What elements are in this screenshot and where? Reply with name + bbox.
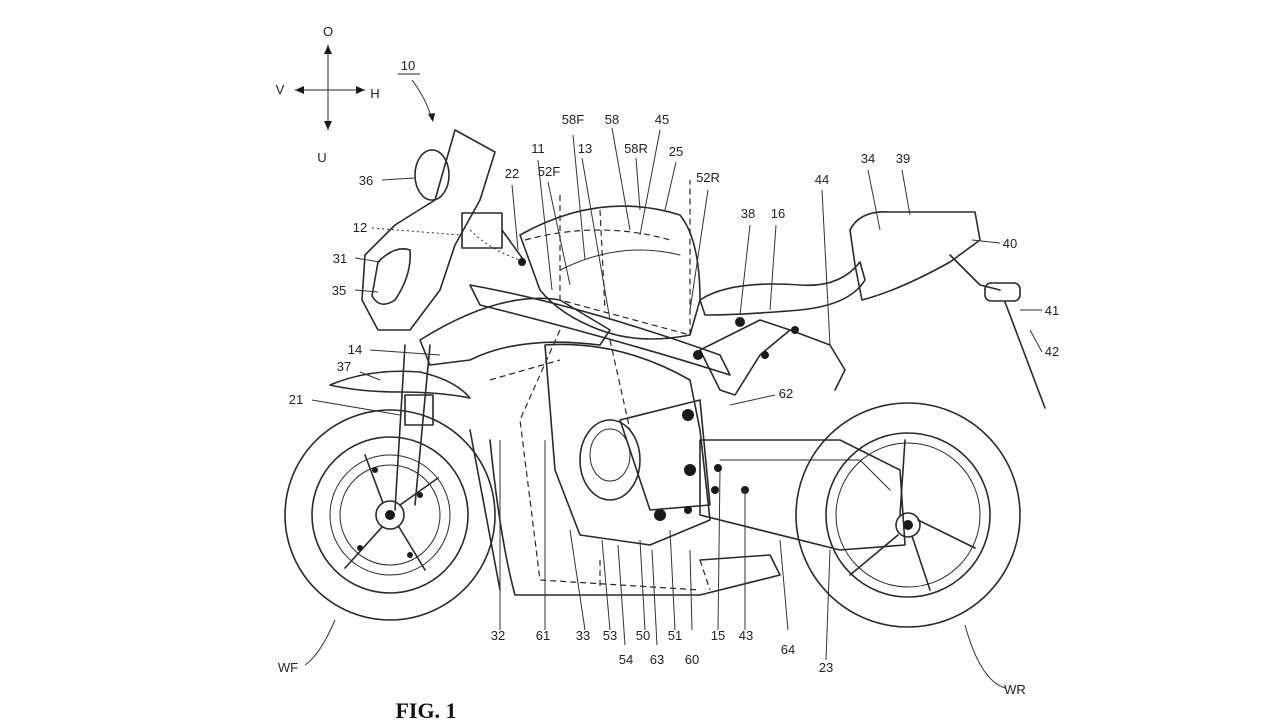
label-31: 31 [333,251,347,266]
seat [699,261,866,316]
label-16: 16 [771,206,785,221]
tail-bracket [949,254,1001,291]
label-61: 61 [536,628,550,643]
seat-tail [699,211,1046,409]
label-15: 15 [711,628,725,643]
label-52R: 52R [696,170,720,185]
reference-number: 10 [397,58,435,122]
orientation-compass: O U V H [276,24,380,165]
tail-light [984,282,1021,302]
label-50: 50 [636,628,650,643]
label-53: 53 [603,628,617,643]
label-40: 40 [1003,236,1017,251]
rear-wheel [795,402,1021,628]
label-44: 44 [815,172,829,187]
label-35: 35 [332,283,346,298]
steering-head [461,212,526,266]
reference-number-label: 10 [401,58,415,73]
label-11: 11 [531,141,545,156]
label-45: 45 [655,112,669,127]
label-63: 63 [650,652,664,667]
label-32: 32 [491,628,505,643]
label-36: 36 [359,173,373,188]
label-43: 43 [739,628,753,643]
label-62: 62 [779,386,793,401]
hidden-lines [469,180,711,591]
main-frame [469,284,731,376]
license-stay [1004,301,1046,409]
lower-cowl [469,429,781,596]
leader-lines [304,127,1043,689]
label-23: 23 [819,660,833,675]
part-labels: 36 12 31 35 14 37 21 22 11 52F 13 58F 58… [278,112,1059,697]
label-WF: WF [278,660,298,675]
mirror [414,149,450,201]
label-22: 22 [505,166,519,181]
figure-caption: FIG. 1 [395,698,456,720]
label-52F: 52F [538,164,560,179]
label-42: 42 [1045,344,1059,359]
label-60: 60 [685,652,699,667]
label-33: 33 [576,628,590,643]
label-37: 37 [337,359,351,374]
label-38: 38 [741,206,755,221]
label-21: 21 [289,392,303,407]
label-58F: 58F [562,112,584,127]
front-fork [329,344,471,511]
tail-cowl [849,211,981,301]
label-13: 13 [578,141,592,156]
engine [544,343,749,546]
label-64: 64 [781,642,795,657]
compass-up-label: O [323,24,333,39]
front-wheel [284,409,496,621]
label-58R: 58R [624,141,648,156]
label-WR: WR [1004,682,1026,697]
label-51: 51 [668,628,682,643]
label-34: 34 [861,151,875,166]
label-12: 12 [353,220,367,235]
label-41: 41 [1045,303,1059,318]
compass-right-label: H [370,86,379,101]
front-fender [329,370,471,399]
label-54: 54 [619,652,633,667]
swingarm [699,439,906,551]
label-58: 58 [605,112,619,127]
rear-subframe [693,317,846,396]
label-39: 39 [896,151,910,166]
label-14: 14 [348,342,362,357]
compass-down-label: U [317,150,326,165]
fuel-tank [469,205,731,376]
label-25: 25 [669,144,683,159]
compass-left-label: V [276,82,285,97]
